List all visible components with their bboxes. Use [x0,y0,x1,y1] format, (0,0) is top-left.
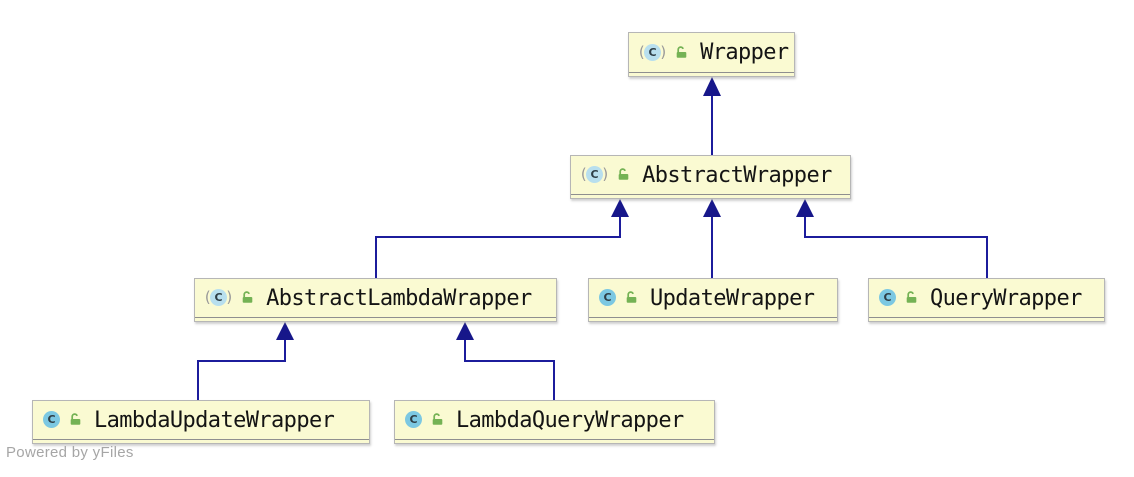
class-name-label: AbstractLambdaWrapper [266,285,532,311]
yfiles-watermark: Powered by yFiles [6,444,134,461]
inheritance-edge-querywrapper-to-abstractwrapper[interactable] [796,199,988,278]
unlocked-icon [618,168,629,180]
class-name-label: AbstractWrapper [642,162,832,188]
class-icon: (C) [879,289,896,306]
abstract-class-icon: (C) [579,165,611,183]
abstract-class-icon: (C) [203,288,235,306]
inheritance-arrowhead [611,199,629,217]
class-name-label: LambdaQueryWrapper [456,407,684,433]
inheritance-edge-abstractwrapper-to-wrapper[interactable] [703,77,721,155]
inheritance-edge-lambdaupdatewrapper-to-abstractlambdawrapper[interactable] [197,322,294,400]
class-name-label: QueryWrapper [930,285,1082,311]
class-icon: (C) [405,411,422,428]
class-node-wrapper[interactable]: (C) Wrapper [628,32,795,77]
class-name-label: UpdateWrapper [650,285,815,311]
inheritance-arrowhead [703,77,721,96]
inheritance-arrowhead [703,199,721,217]
class-node-lambda-update-wrapper[interactable]: (C) LambdaUpdateWrapper [32,400,370,444]
unlocked-icon [626,291,637,303]
class-node-query-wrapper[interactable]: (C) QueryWrapper [868,278,1105,322]
class-node-abstract-lambda-wrapper[interactable]: (C) AbstractLambdaWrapper [194,278,557,322]
unlocked-icon [242,291,253,303]
inheritance-edge-abstractlambdawrapper-to-abstractwrapper[interactable] [375,199,629,278]
inheritance-arrowhead [796,199,814,217]
unlocked-icon [70,413,81,425]
unlocked-icon [432,413,443,425]
class-node-lambda-query-wrapper[interactable]: (C) LambdaQueryWrapper [394,400,715,444]
inheritance-arrowhead [276,322,294,340]
class-node-abstract-wrapper[interactable]: (C) AbstractWrapper [570,155,851,199]
abstract-class-icon: (C) [637,42,669,61]
class-icon: (C) [599,289,616,306]
class-node-update-wrapper[interactable]: (C) UpdateWrapper [588,278,838,322]
unlocked-icon [906,291,917,303]
class-icon: (C) [43,411,60,428]
class-name-label: Wrapper [700,40,789,65]
inheritance-arrowhead [456,322,474,340]
inheritance-edge-lambdaquerywrapper-to-abstractlambdawrapper[interactable] [456,322,555,400]
unlocked-icon [676,45,687,58]
inheritance-edge-updatewrapper-to-abstractwrapper[interactable] [703,199,721,278]
class-name-label: LambdaUpdateWrapper [94,407,335,433]
